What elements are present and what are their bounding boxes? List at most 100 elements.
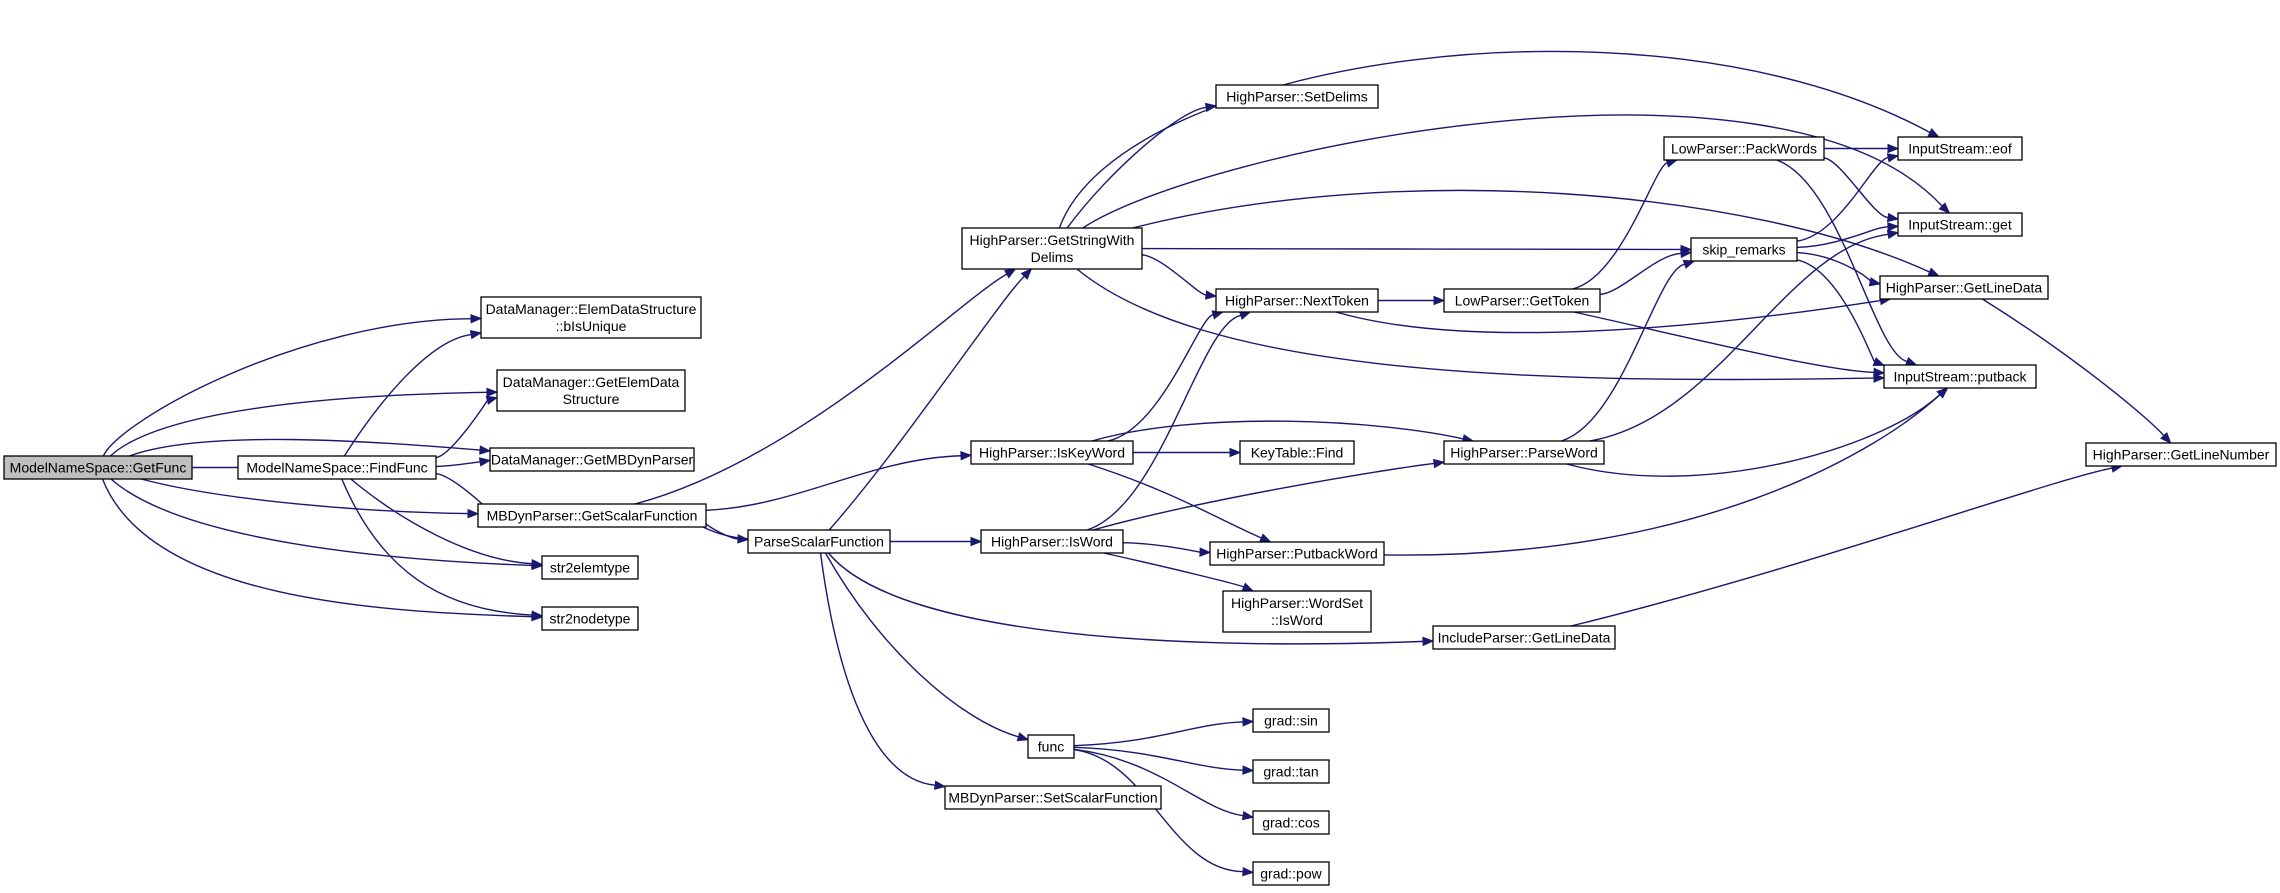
- function-node-get[interactable]: InputStream::get: [1897, 212, 2023, 237]
- function-node-box[interactable]: [2085, 442, 2277, 467]
- call-edge-line: [1091, 420, 1464, 442]
- function-node-getfunc[interactable]: ModelNameSpace::GetFunc: [3, 455, 193, 480]
- call-edge-iskeyword-to-keyfind: [1133, 447, 1242, 458]
- function-node-box[interactable]: [237, 455, 437, 480]
- call-edge-line: [1103, 552, 1245, 588]
- function-node-label: MBDynParser::GetScalarFunction: [487, 508, 698, 524]
- arrowhead-icon: [469, 329, 483, 340]
- function-node-box[interactable]: [1252, 759, 1330, 784]
- function-node-box[interactable]: [1027, 734, 1075, 759]
- call-edge-line: [1823, 157, 1889, 219]
- function-node-box[interactable]: [944, 785, 1162, 810]
- function-node-box[interactable]: [970, 440, 1134, 465]
- function-node-packwords[interactable]: LowParser::PackWords: [1663, 136, 1825, 161]
- function-node-box[interactable]: [1883, 364, 2037, 389]
- function-node-box[interactable]: [489, 447, 695, 472]
- function-node-box[interactable]: [1209, 541, 1385, 566]
- function-node-includeline[interactable]: IncludeParser::GetLineData: [1432, 625, 1616, 650]
- call-edge-parseword-to-skipremarks: [1561, 259, 1696, 442]
- function-node-str2elem[interactable]: str2elemtype: [541, 555, 639, 580]
- function-node-box[interactable]: [1252, 810, 1330, 835]
- function-node-box[interactable]: [480, 296, 702, 339]
- function-node-box[interactable]: [1215, 84, 1379, 109]
- function-node-box[interactable]: [1252, 708, 1330, 733]
- arrowhead-icon: [1927, 267, 1940, 277]
- function-node-getlinenum[interactable]: HighParser::GetLineNumber: [2085, 442, 2277, 467]
- function-node-box[interactable]: [1239, 440, 1355, 465]
- arrowhead-icon: [467, 508, 480, 519]
- function-node-putback[interactable]: InputStream::putback: [1883, 364, 2037, 389]
- call-edge-line: [824, 552, 1019, 738]
- call-edge-line: [1073, 721, 1244, 747]
- call-edge-line: [1570, 467, 2113, 627]
- call-edge-line: [341, 478, 533, 616]
- function-node-box[interactable]: [1897, 136, 2023, 161]
- function-node-setdelims[interactable]: HighParser::SetDelims: [1215, 84, 1379, 109]
- function-node-func[interactable]: func: [1027, 734, 1075, 759]
- function-node-box[interactable]: [1663, 136, 1825, 161]
- call-edge-parsescalar-to-isword: [889, 536, 983, 547]
- call-edge-line: [828, 275, 1025, 531]
- function-node-getscalar[interactable]: MBDynParser::GetScalarFunction: [477, 503, 707, 528]
- function-node-box[interactable]: [980, 529, 1124, 554]
- call-edge-putbackword-to-putback: [1383, 387, 1949, 556]
- function-node-pow[interactable]: grad::pow: [1252, 861, 1330, 886]
- arrowhead-icon: [1205, 290, 1218, 300]
- function-node-box[interactable]: [747, 529, 891, 554]
- function-node-eof[interactable]: InputStream::eof: [1897, 136, 2023, 161]
- function-node-isword[interactable]: HighParser::IsWord: [980, 529, 1124, 554]
- function-node-box[interactable]: [496, 369, 686, 412]
- call-edge-line: [1561, 263, 1685, 442]
- function-node-box[interactable]: [1443, 440, 1605, 465]
- function-node-label: DataManager::ElemDataStructure: [486, 301, 697, 317]
- function-node-box[interactable]: [1252, 861, 1330, 886]
- function-node-label: ModelNameSpace::FindFunc: [246, 460, 427, 476]
- function-node-findfunc[interactable]: ModelNameSpace::FindFunc: [237, 455, 437, 480]
- function-node-setscalar[interactable]: MBDynParser::SetScalarFunction: [944, 785, 1162, 810]
- function-node-wordset[interactable]: HighParser::WordSet::IsWord: [1222, 590, 1372, 633]
- function-node-box[interactable]: [1879, 275, 2049, 300]
- function-node-tan[interactable]: grad::tan: [1252, 759, 1330, 784]
- function-node-parseword[interactable]: HighParser::ParseWord: [1443, 440, 1605, 465]
- call-edge-line: [1132, 189, 1930, 273]
- function-node-gettoken[interactable]: LowParser::GetToken: [1443, 288, 1601, 313]
- arrowhead-icon: [1904, 356, 1918, 366]
- function-node-label: Delims: [1031, 249, 1074, 265]
- function-node-parsescalar[interactable]: ParseScalarFunction: [747, 529, 891, 554]
- function-node-str2node[interactable]: str2nodetype: [541, 606, 639, 631]
- function-node-keyfind[interactable]: KeyTable::Find: [1239, 440, 1355, 465]
- function-node-box[interactable]: [1690, 237, 1798, 262]
- function-node-sin[interactable]: grad::sin: [1252, 708, 1330, 733]
- function-node-label: DataManager::GetMBDynParser: [491, 452, 694, 468]
- call-edge-line: [827, 552, 1424, 645]
- function-node-box[interactable]: [961, 227, 1143, 270]
- function-node-box[interactable]: [1432, 625, 1616, 650]
- arrowhead-icon: [1433, 295, 1446, 306]
- arrowhead-icon: [1682, 259, 1696, 269]
- function-node-isunique[interactable]: DataManager::ElemDataStructure::bIsUniqu…: [480, 296, 702, 339]
- function-node-box[interactable]: [3, 455, 193, 480]
- arrowhead-icon: [1241, 810, 1255, 821]
- function-node-iskeyword[interactable]: HighParser::IsKeyWord: [970, 440, 1134, 465]
- call-edge-func-to-cos: [1073, 748, 1255, 821]
- function-node-nexttoken[interactable]: HighParser::NextToken: [1215, 288, 1379, 313]
- function-node-box[interactable]: [541, 555, 639, 580]
- function-node-box[interactable]: [1222, 590, 1372, 633]
- call-edge-findfunc-to-str2node: [341, 478, 544, 620]
- function-node-hpgetline[interactable]: HighParser::GetLineData: [1879, 275, 2049, 300]
- function-node-putbackword[interactable]: HighParser::PutbackWord: [1209, 541, 1385, 566]
- function-node-cos[interactable]: grad::cos: [1252, 810, 1330, 835]
- arrowhead-icon: [531, 558, 544, 569]
- call-edge-getscalar-to-iskeyword: [705, 451, 973, 511]
- function-node-box[interactable]: [1215, 288, 1379, 313]
- function-node-getmbdyn[interactable]: DataManager::GetMBDynParser: [489, 447, 695, 472]
- function-node-box[interactable]: [1443, 288, 1601, 313]
- function-node-box[interactable]: [477, 503, 707, 528]
- function-node-skipremarks[interactable]: skip_remarks: [1690, 237, 1798, 262]
- function-node-box[interactable]: [541, 606, 639, 631]
- function-node-box[interactable]: [1897, 212, 2023, 237]
- call-edge-line: [1073, 748, 1244, 817]
- call-edge-func-to-tan: [1073, 746, 1255, 775]
